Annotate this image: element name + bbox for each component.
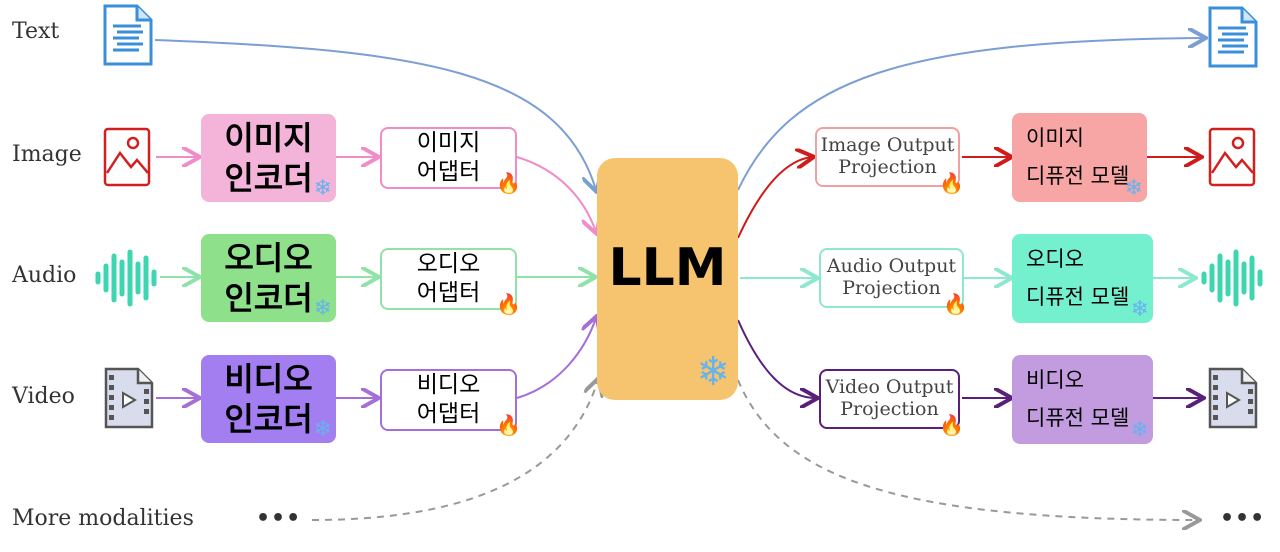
video-encoder-line2: 인코더	[224, 400, 313, 438]
more-input-arrow	[311, 380, 598, 521]
image-encoder-line1: 이미지	[224, 119, 313, 157]
text-input-arrow	[154, 39, 596, 190]
audio-adapter-line2: 어댑터	[416, 280, 481, 306]
llm-label: LLM	[608, 238, 727, 298]
more-output-arrow	[737, 379, 1198, 520]
document-icon	[1208, 6, 1258, 68]
video-diffusion-model: 비디오 디퓨전 모델 ❄	[1012, 355, 1153, 444]
video-file-icon	[104, 367, 154, 429]
text-output-arrow	[737, 38, 1204, 191]
snowflake-icon: ❄	[313, 417, 332, 442]
modality-label-video: Video	[12, 384, 75, 409]
video-adapter-to-llm-arrow	[516, 318, 596, 399]
image-icon	[1208, 127, 1256, 187]
snowflake-icon: ❄	[313, 176, 332, 201]
audio-projection-line1: Audio Output	[826, 255, 957, 278]
document-icon	[103, 4, 153, 66]
video-projection-line1: Video Output	[825, 376, 954, 399]
image-decoder-line1: 이미지	[1026, 125, 1084, 150]
video-encoder: 비디오 인코더 ❄	[201, 355, 336, 443]
audio-encoder: 오디오 인코더 ❄	[201, 234, 336, 322]
audio-diffusion-model: 오디오 디퓨전 모델 ❄	[1012, 234, 1153, 323]
image-encoder: 이미지 인코더 ❄	[201, 114, 336, 202]
fire-icon: 🔥	[496, 171, 521, 195]
fire-icon: 🔥	[496, 292, 521, 316]
video-adapter: 비디오 어댑터 🔥	[380, 369, 521, 435]
fire-icon: 🔥	[939, 171, 964, 195]
waveform-icon	[95, 249, 157, 307]
image-diffusion-model: 이미지 디퓨전 모델 ❄	[1012, 113, 1147, 202]
video-encoder-line1: 비디오	[224, 360, 313, 398]
fire-icon: 🔥	[496, 413, 521, 437]
snowflake-icon: ❄	[1130, 297, 1149, 322]
llm-to-video-projection-arrow	[737, 319, 816, 398]
llm-block: LLM ❄	[597, 158, 738, 400]
snowflake-icon: ❄	[696, 349, 730, 395]
modality-label-more: More modalities	[12, 506, 194, 531]
more-input-ellipsis: •••	[256, 506, 302, 531]
video-decoder-line1: 비디오	[1026, 367, 1084, 392]
image-output-projection: Image Output Projection 🔥	[815, 127, 964, 193]
audio-adapter-line1: 오디오	[416, 251, 481, 278]
fire-icon: 🔥	[943, 292, 968, 316]
audio-decoder-line1: 오디오	[1026, 246, 1084, 271]
video-projection-line2: Projection	[840, 398, 939, 420]
image-icon	[103, 127, 151, 187]
snowflake-icon: ❄	[1124, 176, 1143, 201]
modality-label-text: Text	[12, 19, 60, 44]
image-projection-line1: Image Output	[820, 134, 955, 157]
snowflake-icon: ❄	[313, 296, 332, 321]
audio-projection-line2: Projection	[842, 277, 941, 299]
waveform-icon	[1201, 249, 1263, 307]
audio-decoder-line2: 디퓨전 모델	[1026, 284, 1130, 309]
modality-label-audio: Audio	[12, 263, 77, 288]
audio-encoder-line2: 인코더	[224, 279, 313, 317]
image-adapter: 이미지 어댑터 🔥	[380, 127, 521, 193]
modality-label-image: Image	[12, 142, 82, 167]
audio-output-projection: Audio Output Projection 🔥	[819, 248, 968, 314]
audio-adapter: 오디오 어댑터 🔥	[380, 248, 521, 314]
image-adapter-to-llm-arrow	[516, 156, 596, 232]
more-output-ellipsis: •••	[1220, 506, 1266, 531]
fire-icon: 🔥	[939, 413, 964, 437]
image-decoder-line2: 디퓨전 모델	[1026, 163, 1130, 188]
image-adapter-line1: 이미지	[416, 130, 481, 157]
snowflake-icon: ❄	[1130, 418, 1149, 443]
audio-encoder-line1: 오디오	[224, 239, 313, 277]
image-projection-line2: Projection	[838, 156, 937, 178]
video-adapter-line1: 비디오	[416, 372, 481, 399]
llm-to-image-projection-arrow	[737, 157, 812, 239]
video-file-icon	[1208, 367, 1258, 429]
video-adapter-line2: 어댑터	[416, 401, 481, 427]
video-decoder-line2: 디퓨전 모델	[1026, 405, 1130, 430]
image-adapter-line2: 어댑터	[416, 159, 481, 185]
image-encoder-line2: 인코더	[224, 159, 313, 197]
video-output-projection: Video Output Projection 🔥	[819, 369, 964, 435]
